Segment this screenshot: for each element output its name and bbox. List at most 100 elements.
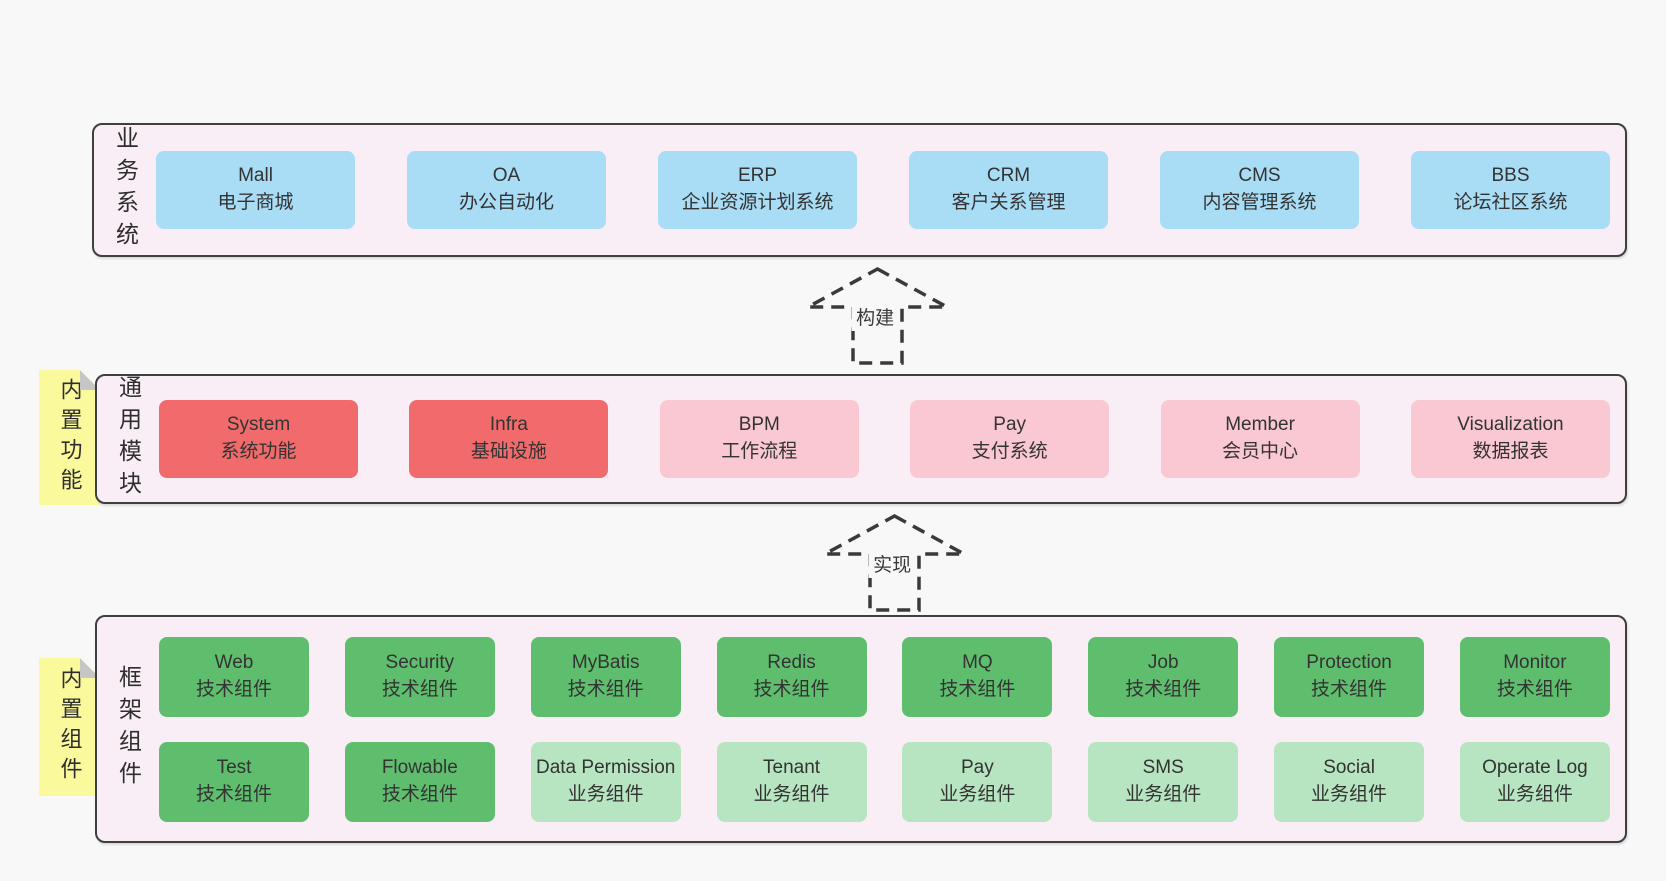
box-title: Data Permission [535,756,676,778]
box-protection: Protection 技术组件 [1274,636,1425,717]
box-subtitle: 技术组件 [1311,678,1388,700]
box-bpm: BPM 工作流程 [659,400,859,478]
box-crm: CRM 客户关系管理 [909,151,1108,229]
build-arrow-label: 构建 [851,302,900,331]
box-title: CRM [986,165,1031,187]
built-in-component-note: 内置组件 [39,658,100,796]
business-systems-label: 业务系统 [112,126,139,254]
box-subtitle: 技术组件 [195,783,272,805]
box-subtitle: 技术组件 [381,678,458,700]
box-operate-log: Operate Log 业务组件 [1459,741,1610,822]
box-subtitle: 业务组件 [753,783,830,805]
box-erp: ERP 企业资源计划系统 [658,151,857,229]
box-subtitle: 技术组件 [1496,678,1573,700]
box-title: MQ [962,651,993,673]
implement-arrow: 实现 [822,513,967,613]
box-title: Social [1323,756,1375,778]
box-title: BPM [738,414,780,436]
built-in-function-note: 内置功能 [39,370,100,505]
box-title: Web [214,651,254,673]
box-title: Mall [238,165,273,187]
box-title: Flowable [381,756,458,778]
box-title: SMS [1142,756,1184,778]
box-social: Social 业务组件 [1274,741,1425,822]
box-title: OA [492,165,521,187]
box-infra: Infra 基础设施 [409,400,609,478]
box-subtitle: 企业资源计划系统 [681,192,834,213]
box-sms: SMS 业务组件 [1088,741,1239,822]
box-data-permission: Data Permission 业务组件 [530,741,681,822]
box-title: Job [1147,651,1179,673]
box-subtitle: 支付系统 [971,441,1048,462]
business-systems-row: Mall 电子商城 OA 办公自动化 ERP 企业资源计划系统 CRM 客户关系… [156,151,1625,229]
box-visualization: Visualization 数据报表 [1410,400,1610,478]
box-subtitle: 办公自动化 [458,192,554,213]
box-title: BBS [1491,165,1530,187]
box-pay-component: Pay 业务组件 [902,741,1053,822]
box-subtitle: 工作流程 [721,441,798,462]
box-subtitle: 技术组件 [567,678,644,700]
box-subtitle: 基础设施 [470,441,547,462]
box-cms: CMS 内容管理系统 [1160,151,1359,229]
build-arrow: 构建 [805,266,950,366]
box-mybatis: MyBatis 技术组件 [530,636,681,717]
box-title: ERP [737,165,778,187]
box-flowable: Flowable 技术组件 [344,741,495,822]
box-title: Infra [489,414,528,436]
box-subtitle: 客户关系管理 [951,192,1066,213]
box-subtitle: 业务组件 [567,783,644,805]
box-security: Security 技术组件 [344,636,495,717]
built-in-function-note-label: 内置功能 [57,377,83,498]
box-job: Job 技术组件 [1088,636,1239,717]
box-subtitle: 会员中心 [1222,441,1299,462]
box-subtitle: 技术组件 [195,678,272,700]
box-subtitle: 业务组件 [1496,783,1573,805]
box-title: System [226,414,291,436]
common-modules-label: 通用模块 [115,375,142,503]
box-subtitle: 论坛社区系统 [1453,192,1568,213]
box-subtitle: 技术组件 [1125,678,1202,700]
common-modules-label-column: 通用模块 [97,375,159,503]
box-subtitle: 技术组件 [753,678,830,700]
box-subtitle: 技术组件 [381,783,458,805]
box-title: Pay [961,756,994,778]
up-arrow-dashed-icon [824,514,965,612]
box-member: Member 会员中心 [1160,400,1360,478]
box-title: CMS [1238,165,1281,187]
framework-components-grid: Web 技术组件 Security 技术组件 MyBatis 技术组件 Redi… [159,636,1625,822]
box-title: Pay [993,414,1027,436]
box-title: Protection [1306,651,1392,673]
box-tenant: Tenant 业务组件 [716,741,867,822]
box-monitor: Monitor 技术组件 [1459,636,1610,717]
common-modules-row: System 系统功能 Infra 基础设施 BPM 工作流程 Pay 支付系统… [159,400,1625,478]
box-title: Operate Log [1482,756,1588,778]
box-test: Test 技术组件 [159,741,309,822]
box-pay-module: Pay 支付系统 [910,400,1110,478]
box-subtitle: 技术组件 [939,678,1016,700]
up-arrow-dashed-icon [807,267,948,365]
framework-components-label: 框架组件 [115,665,142,793]
box-subtitle: 电子商城 [217,192,294,213]
box-subtitle: 数据报表 [1472,441,1549,462]
box-mq: MQ 技术组件 [902,636,1053,717]
box-title: MyBatis [571,651,640,673]
built-in-component-note-label: 内置组件 [57,667,83,787]
business-systems-panel: 业务系统 Mall 电子商城 OA 办公自动化 ERP 企业资源计划系统 CRM… [92,123,1627,257]
box-subtitle: 内容管理系统 [1202,192,1317,213]
box-title: Member [1225,414,1295,436]
box-redis: Redis 技术组件 [716,636,867,717]
box-title: Tenant [763,756,821,778]
box-title: Redis [767,651,816,673]
box-subtitle: 业务组件 [1125,783,1202,805]
box-web: Web 技术组件 [159,636,309,717]
box-subtitle: 业务组件 [1311,783,1388,805]
box-bbs: BBS 论坛社区系统 [1411,151,1610,229]
box-title: Visualization [1457,414,1564,436]
business-systems-label-column: 业务系统 [94,126,156,254]
box-system: System 系统功能 [159,400,358,478]
box-title: Monitor [1503,651,1567,673]
box-title: Test [216,756,252,778]
box-subtitle: 业务组件 [939,783,1016,805]
framework-components-panel: 框架组件 Web 技术组件 Security 技术组件 MyBatis 技术组件… [95,615,1627,843]
framework-components-label-column: 框架组件 [97,665,159,793]
